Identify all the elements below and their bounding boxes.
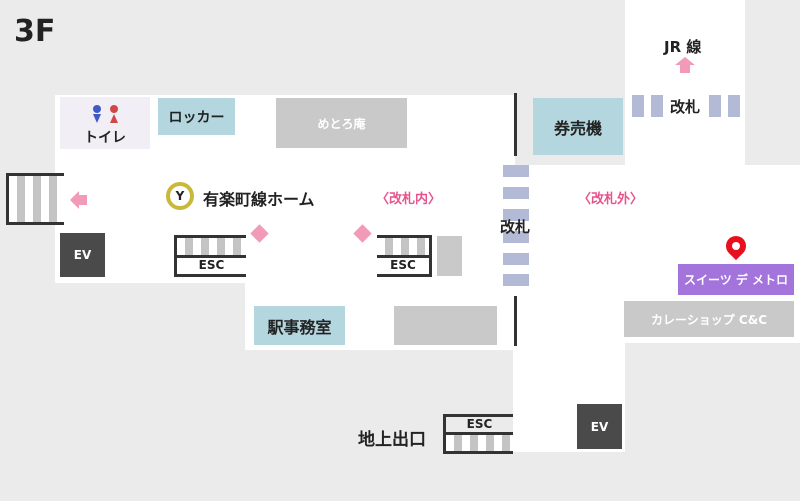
gate-bar (503, 253, 529, 265)
sweets-de-metro[interactable]: スイーツ デ メトロ (678, 264, 794, 295)
metoroan[interactable]: めとろ庵 (276, 98, 407, 148)
ticket-machine[interactable]: 券売機 (533, 98, 623, 155)
outside-gate-label: 〈改札外〉 (578, 192, 644, 207)
escalator-2[interactable]: ESC (377, 235, 432, 277)
gate-bar (728, 95, 740, 117)
male-icon-body (93, 114, 101, 123)
elevator-right[interactable]: EV (577, 404, 622, 449)
escalator-label: ESC (390, 258, 416, 272)
male-icon (93, 105, 101, 113)
exit-label: 地上出口 (358, 430, 426, 450)
floor-jr-corridor (625, 0, 745, 170)
locker[interactable]: ロッカー (158, 98, 235, 135)
toilet[interactable]: トイレ (60, 97, 150, 149)
elevator-left[interactable]: EV (60, 233, 105, 277)
escalator-label: ESC (198, 258, 225, 272)
platform-label: 有楽町線ホーム (203, 190, 315, 209)
gate-bar (632, 95, 644, 117)
arrow-left-icon (70, 191, 79, 209)
stairs-left[interactable] (6, 173, 64, 225)
station-office[interactable]: 駅事務室 (254, 306, 345, 345)
floor-label: 3F (14, 14, 56, 49)
escalator-exit[interactable]: ESC (443, 414, 513, 454)
toilet-label: トイレ (84, 130, 126, 146)
gate-bar (503, 231, 529, 243)
escalator-label: ESC (446, 417, 513, 435)
jr-gate-label: 改札 (670, 96, 701, 117)
arrow-up-icon (675, 57, 695, 65)
metro-gate-label: 改札 (500, 218, 531, 236)
arrow-up-icon-stem (680, 65, 690, 73)
gate-bar (503, 187, 529, 199)
jr-line-label: JR 線 (664, 38, 702, 56)
gate-bar (503, 209, 529, 221)
escalator-1[interactable]: ESC (174, 235, 246, 277)
arrow-left-icon-stem (78, 195, 87, 205)
curry-shop[interactable]: カレーショップ C&C (624, 301, 794, 337)
gate-bar (651, 95, 663, 117)
gate-bar (709, 95, 721, 117)
wall (514, 93, 517, 156)
line-symbol: Y (175, 189, 185, 203)
gray-room (394, 306, 497, 345)
yurakucho-line-icon: Y (166, 182, 194, 210)
female-icon (110, 105, 118, 113)
storage (437, 236, 462, 276)
female-icon-body (110, 114, 118, 123)
gate-bar (503, 165, 529, 177)
wall (514, 296, 517, 346)
gate-bar (503, 274, 529, 286)
inside-gate-label: 〈改札内〉 (376, 192, 442, 207)
